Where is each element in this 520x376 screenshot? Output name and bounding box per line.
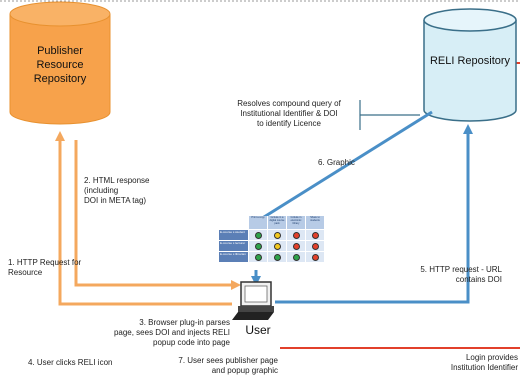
login-line-1: Login provides [465, 353, 518, 362]
popup-header: Share to students [306, 216, 324, 229]
plugin-line-3: popup code into page [153, 338, 230, 347]
http-request-line [58, 140, 232, 306]
popup-row-label: E-course s student [219, 230, 248, 240]
popup-status-cell [249, 252, 267, 262]
graphic-line [255, 110, 433, 224]
popup-status-cell [287, 230, 305, 240]
resolves-line-3: to identify Licence [256, 119, 322, 128]
popup-status-cell [287, 252, 305, 262]
login-label: Login provides Institution Identifier [410, 353, 518, 373]
http-url-line-1: 5. HTTP request - URL [420, 265, 502, 274]
popup-header: Print a copy [249, 216, 267, 229]
http-request-arrowhead [55, 131, 65, 141]
popup-status-cell [306, 252, 324, 262]
status-dot-red [311, 242, 319, 250]
resolves-line-2: Institutional Identifier & DOI [240, 109, 338, 118]
plugin-line-1: 3. Browser plug-in parses [139, 318, 230, 327]
popup-status-cell [268, 241, 286, 251]
reli-label: RELI Repository [429, 55, 511, 67]
status-dot-red [311, 253, 319, 261]
publisher-cylinder [9, 1, 111, 125]
popup-status-cell [249, 230, 267, 240]
computer-icon [232, 281, 274, 320]
status-dot-green [292, 253, 300, 261]
status-dot-red [292, 242, 300, 250]
resolves-line-1: Resolves compound query of [237, 99, 341, 108]
status-dot-yellow [273, 231, 281, 239]
http-request-label: 1. HTTP Request for Resource [8, 258, 81, 278]
popup-arrowhead [251, 276, 261, 286]
html-response-line-3: DOI in META tag) [84, 196, 147, 205]
http-url-arrowhead [463, 124, 473, 134]
graphic-label: 6. Graphic [318, 158, 355, 167]
login-line-2: Institution Identifier [450, 363, 518, 372]
status-dot-green [254, 242, 262, 250]
status-dot-green [273, 253, 281, 261]
html-response-line-1: 2. HTML response [84, 176, 150, 185]
sees-line-2: and popup graphic [211, 366, 278, 375]
popup-status-cell [287, 241, 305, 251]
orange-connectors [58, 140, 232, 306]
clicks-label: 4. User clicks RELI icon [28, 358, 113, 367]
sees-line-1: 7. User sees publisher page [178, 356, 278, 365]
http-request-line-1: 1. HTTP Request for [8, 258, 82, 267]
status-dot-red [292, 231, 300, 239]
popup-row-label: E-course s librarian [219, 252, 248, 262]
popup-header: Include in a digital course pack [268, 216, 286, 229]
status-dot-yellow [273, 242, 281, 250]
user-label: User [245, 323, 271, 337]
plugin-label: 3. Browser plug-in parses page, sees DOI… [100, 318, 230, 348]
status-dot-green [254, 253, 262, 261]
html-response-line [74, 140, 232, 287]
popup-status-cell [268, 230, 286, 240]
popup-status-cell [306, 230, 324, 240]
sees-label: 7. User sees publisher page and popup gr… [148, 356, 278, 376]
status-dot-red [311, 231, 319, 239]
popup-status-cell [249, 241, 267, 251]
popup-header: Include in electronic library [287, 216, 305, 229]
http-url-line [275, 133, 470, 304]
http-url-label: 5. HTTP request - URL contains DOI [384, 265, 502, 285]
publisher-label: Publisher Resource Repository [33, 45, 87, 85]
html-response-line-2: (including [84, 186, 119, 195]
http-url-line-2: contains DOI [455, 275, 502, 284]
resolves-label: Resolves compound query of Institutional… [224, 99, 354, 129]
popup-status-cell [306, 241, 324, 251]
popup-status-cell [268, 252, 286, 262]
status-dot-green [254, 231, 262, 239]
http-request-line-2: Resource [8, 268, 43, 277]
plugin-line-2: page, sees DOI and injects RELI [113, 328, 230, 337]
html-response-arrowhead [231, 280, 241, 290]
html-response-label: 2. HTML response (including DOI in META … [84, 176, 150, 206]
popup-row-label: E-course s lecturer [219, 241, 248, 251]
